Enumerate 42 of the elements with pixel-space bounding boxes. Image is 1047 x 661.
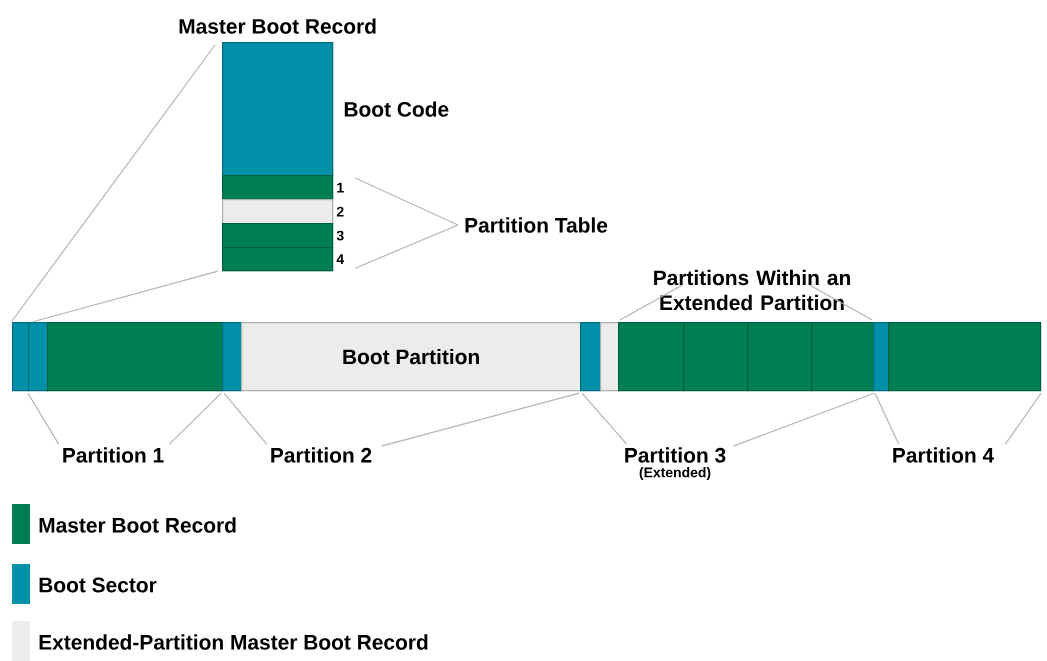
disk-segment: [747, 322, 813, 392]
leader-line: [223, 392, 268, 445]
disk-segment: [683, 322, 749, 392]
entry-number: 3: [336, 230, 344, 241]
leader-line: [1004, 392, 1042, 445]
entry-number: 2: [336, 206, 344, 217]
disk-segment: [47, 322, 224, 392]
note-text: (Extended): [639, 467, 711, 481]
callout-text: Partition 3: [625, 447, 726, 463]
callout-text: Partitions Within an Extended Partition: [654, 269, 850, 311]
disk-segment: [580, 322, 602, 392]
disk-segment: Boot Partition: [241, 322, 582, 392]
disk-segment: [873, 322, 890, 392]
leader-line: [168, 392, 222, 445]
disk-segment: [28, 322, 49, 392]
heading-label: Master Boot Record: [179, 18, 376, 34]
disk-segment: [600, 322, 620, 392]
leader-line: [619, 284, 683, 321]
callout-text: Partition 2: [271, 447, 372, 463]
disk-segment: [811, 322, 875, 392]
disk-segment: [222, 322, 243, 392]
leader-line: [354, 224, 459, 269]
legend-label: Master Boot Record: [39, 517, 236, 533]
callout-text: Partition Table: [465, 217, 608, 233]
entry-number: 1: [337, 182, 344, 193]
callout-text: Partition 4: [893, 447, 994, 463]
legend-label: Boot Sector: [39, 577, 157, 593]
entry-number: 4: [336, 254, 345, 264]
leader-line: [380, 392, 580, 447]
leader-line: [809, 284, 873, 321]
disk-segment: [618, 322, 685, 392]
leader-line: [11, 44, 216, 322]
leader-line: [354, 177, 459, 226]
disk-segment: [888, 322, 1042, 392]
callout-text: Partition 1: [63, 447, 164, 463]
block-label: Boot Code: [344, 101, 449, 117]
leader-line: [581, 392, 628, 445]
legend-label: Extended-Partition Master Boot Record: [39, 634, 428, 650]
leader-line: [31, 270, 219, 323]
leader-line: [874, 392, 900, 445]
leader-line: [732, 392, 875, 447]
disk-segment: [12, 322, 30, 392]
